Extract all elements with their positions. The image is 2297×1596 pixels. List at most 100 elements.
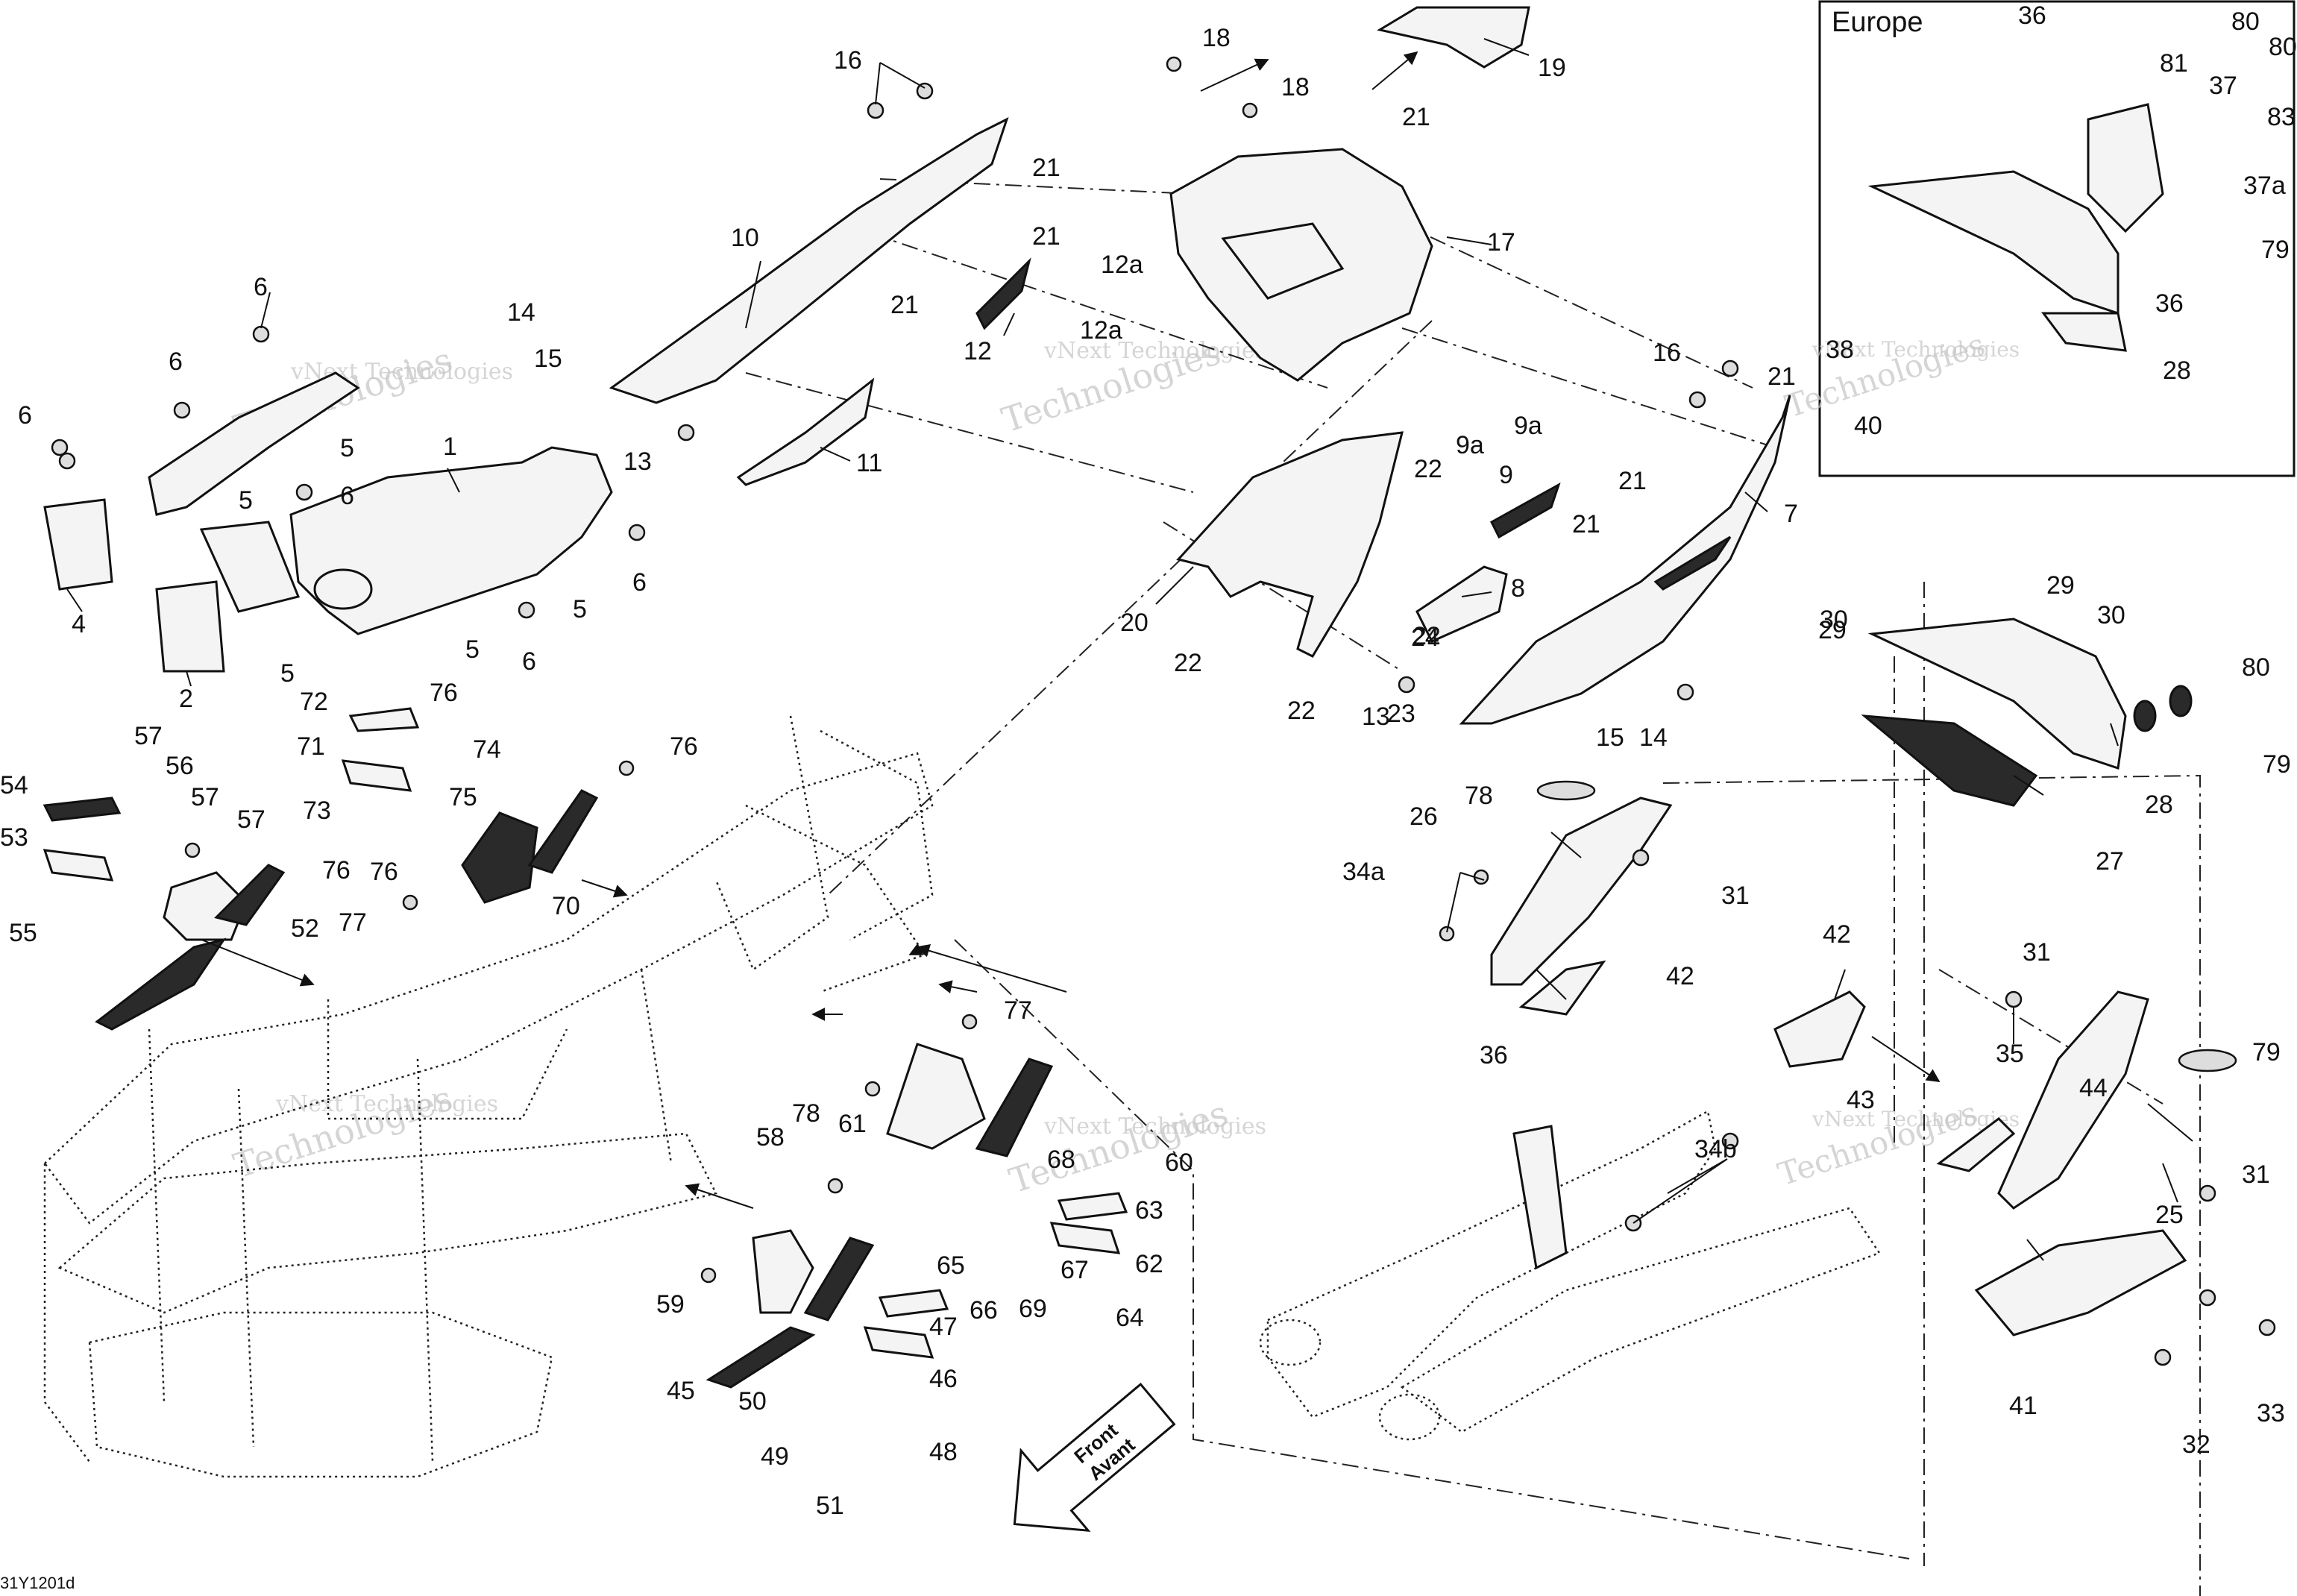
callout-label: 72 [300,688,328,716]
callout-label: 73 [303,797,331,825]
callout-label: 12 [964,337,992,365]
callout-label: 44 [2079,1074,2108,1102]
callout-label: 9a [1456,431,1484,459]
europe-inset-parts [1867,103,2164,352]
callout-label: 36 [1480,1041,1508,1069]
fastener [2199,1289,2216,1307]
callout-label: 83 [2267,103,2296,131]
fastener [2199,1184,2216,1202]
callout-label: 76 [670,732,698,761]
panel-bracket-2 [155,580,225,673]
footrest-arm-68 [341,759,412,792]
callout-label: 57 [237,805,265,834]
side-panel-upper-bracket [148,371,360,516]
callout-label: 79 [2261,236,2290,264]
callout-label: 50 [738,1387,767,1416]
seat-panel-20 [1176,431,1404,658]
callout-label: 9a [1514,412,1542,440]
footpeg-60 [1057,1192,1128,1221]
callout-label: 79 [2263,750,2291,779]
fastener [618,760,635,776]
callout-label: 26 [1410,802,1438,831]
fastener [252,325,270,343]
cover-19 [1377,6,1530,69]
callout-label: 67 [1060,1256,1089,1284]
grommet-78b [2133,700,2157,732]
guard-38 [1974,1229,2187,1336]
callout-label: 6 [632,568,647,597]
callout-label: 76 [370,858,398,886]
callout-label: 16 [834,46,862,75]
callout-label: 41 [2009,1392,2037,1420]
callout-label: 62 [1135,1250,1163,1278]
footrest-arm-51 [43,849,114,882]
callout-label: 57 [134,722,163,750]
o-ring-77b [2178,1049,2237,1072]
callout-label: 31 [2242,1160,2270,1189]
footrest-bracket-43 [752,1229,814,1314]
callout-label: 46 [929,1365,958,1393]
license-bracket-25 [1861,714,2038,807]
fastener [2258,1319,2276,1336]
front-direction-indicator: Front Avant [1013,1382,1176,1533]
vent-grille-12 [975,257,1031,330]
heel-guard-50b [214,864,286,926]
callout-label: 77 [1004,996,1032,1025]
watermark-text: vNext Technologies [1043,1113,1266,1140]
callout-label: 30 [1820,606,1848,634]
leader-lines [66,38,2193,1261]
callout-label: 71 [297,732,325,761]
callout-label: 31 [1721,882,1750,910]
watermark-text: vNext Technologies [1043,338,1266,364]
callout-label: 79 [2252,1038,2281,1066]
hardware-fasteners [51,56,2276,1366]
callout-label: 75 [449,783,477,811]
callout-label: 42 [1666,962,1694,990]
shock-absorber [1512,1125,1568,1270]
callout-label: 54 [0,771,28,799]
footrest-bracket-58 [886,1043,986,1150]
grommet-78 [2169,685,2193,717]
footrest-arm-44 [863,1326,934,1359]
callout-label: 19 [1538,54,1566,82]
footrest-arm-59 [1049,1222,1121,1254]
fastener [916,82,934,100]
fastener [295,483,313,501]
callout-label: 76 [430,679,458,707]
panel-1-opening [313,568,373,610]
callout-label: 21 [1032,154,1060,182]
callout-label: 81 [2160,49,2188,78]
fastener [402,894,418,911]
fastener [1632,849,1650,867]
mudguard-23 [1997,990,2149,1210]
callout-label: 13 [623,447,652,476]
side-panel-7 [1459,395,1791,725]
callout-label: 28 [2145,791,2173,819]
callout-label: 6 [169,348,183,376]
callout-label: 25 [2155,1201,2184,1229]
callout-label: 5 [465,635,480,664]
rear-storage [1169,6,1530,382]
callout-label: 32 [2182,1430,2210,1459]
panel-7-vent [1653,535,1732,591]
callout-label: 6 [340,482,354,510]
callout-label: 43 [1847,1086,1875,1114]
callout-label: 14 [507,298,535,327]
taillight-housing-26 [1867,618,2127,770]
heel-guard-43 [706,1326,816,1389]
callout-label: 40 [1854,412,1882,440]
panel-bracket-mid [199,521,301,613]
callout-label: 47 [929,1313,958,1341]
callout-label: 70 [552,892,580,920]
swing-arm [1259,1110,1881,1441]
footpeg-45 [878,1289,949,1318]
mudguard-24 [1490,797,1673,986]
callout-label: 37 [2209,72,2237,100]
fastener [628,524,646,541]
callout-label: 34a [1342,858,1385,886]
callout-label: 80 [2269,33,2297,61]
fastener [1398,676,1415,694]
fastener [827,1178,843,1194]
callout-label: 29 [2046,571,2075,600]
fastener [1677,683,1694,701]
